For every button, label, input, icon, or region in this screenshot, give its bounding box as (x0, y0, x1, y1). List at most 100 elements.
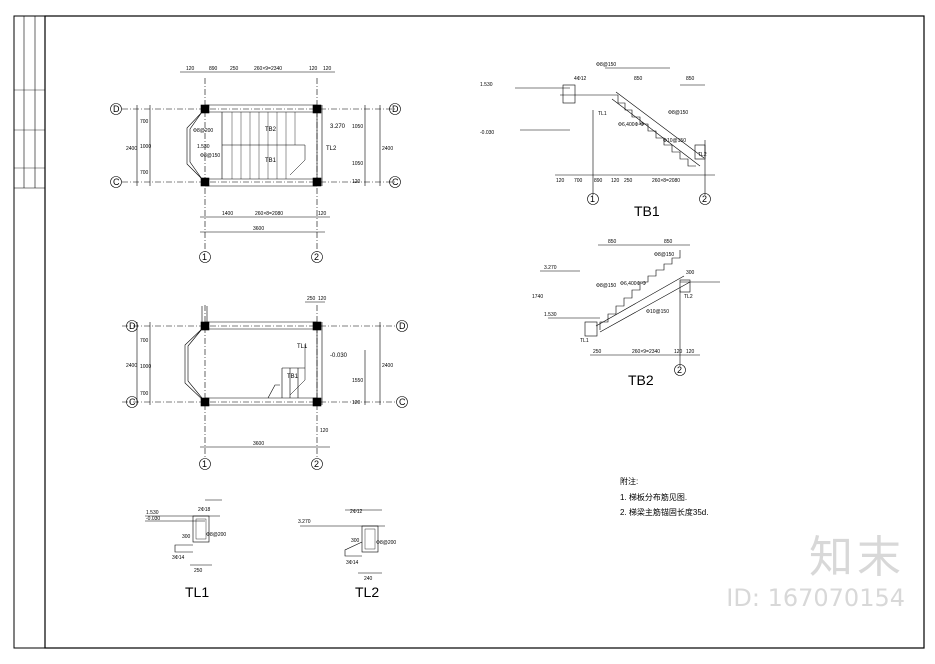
beam-detail-tl1-text: TL1 1.530 -0.030 2Φ18 Φ8@200 3Φ14 300 25… (146, 507, 226, 600)
axis-label: C (129, 397, 136, 407)
dim-text: 120 (318, 211, 327, 217)
dim-text: 120 (352, 400, 361, 406)
rebar-label: 4Φ12 (574, 76, 587, 82)
notes-block: 附注: 1. 梯板分布筋见图. 2. 梯梁主筋锚固长度35d. (620, 476, 708, 517)
stair-plan-lower (122, 301, 408, 470)
level-label: -0.030 (146, 516, 160, 522)
rebar-label: 2Φ18 (198, 507, 211, 513)
note-item: 1. 梯板分布筋见图. (620, 492, 687, 502)
dim-text: 1050 (352, 124, 363, 130)
axis-label: 2 (702, 194, 707, 204)
dim-text: 2400 (126, 146, 137, 152)
dim-text: 260×8=2080 (255, 211, 283, 217)
axis-label: 2 (314, 252, 319, 262)
dim-text: 3600 (253, 226, 264, 232)
dim-text: 250 (307, 296, 316, 302)
beam-detail-tl2-text: TL2 3.270 2Φ12 Φ8@200 3Φ14 300 240 (298, 509, 396, 600)
member-label: TL1 (598, 111, 607, 117)
stair-plan-upper-text: D D C C 1 2 120 890 250 260×9=2340 120 1… (113, 66, 399, 262)
dim-text: 120 (323, 66, 332, 72)
section-tb1 (515, 67, 715, 205)
rebar-label: 3Φ14 (172, 555, 185, 561)
dim-text: 890 (209, 66, 218, 72)
dim-text: 850 (608, 239, 617, 245)
beam-title: TL2 (355, 584, 379, 600)
axis-label: D (392, 104, 399, 114)
level-label: -0.030 (330, 353, 348, 359)
dim-text: 120 (674, 349, 683, 355)
axis-label: 1 (202, 459, 207, 469)
rebar-label: Φ8@200 (376, 540, 396, 546)
axis-label: C (399, 397, 406, 407)
dim-text: 850 (664, 239, 673, 245)
dim-text: 260×9=2340 (254, 66, 282, 72)
dim-text: 700 (140, 119, 149, 125)
section-tb2 (540, 244, 720, 376)
rebar-label: Φ8@150 (596, 283, 616, 289)
dim-text: 2400 (382, 146, 393, 152)
axis-label: 2 (314, 459, 319, 469)
member-label: TL2 (698, 152, 707, 158)
rebar-label: Φ8@150 (596, 62, 616, 68)
beam-detail-tl1 (145, 499, 222, 566)
rebar-label: Φ8@150 (668, 110, 688, 116)
dim-text: 700 (140, 391, 149, 397)
level-label: -0.030 (480, 130, 494, 136)
rebar-label: 3Φ14 (346, 560, 359, 566)
rebar-label: Φ10@150 (646, 309, 669, 315)
level-label: 1.530 (146, 510, 159, 516)
dim-text: 2400 (382, 363, 393, 369)
axis-label: 2 (677, 365, 682, 375)
dim-text: 1550 (352, 378, 363, 384)
dim-text: 1050 (352, 161, 363, 167)
level-label: 1.530 (480, 82, 493, 88)
member-label: TL1 (580, 338, 589, 344)
member-label: TB2 (265, 127, 277, 133)
rebar-label: 2Φ12 (350, 509, 363, 515)
rebar-label: Φ6,400Φ-Φ (618, 122, 644, 128)
stair-plan-lower-text: D D C C 1 2 250 120 2400 700 1000 700 24… (126, 296, 406, 469)
dim-text: 300 (351, 538, 360, 544)
rebar-label: Φ8@150 (654, 252, 674, 258)
axis-label: D (399, 321, 406, 331)
section-tb1-text: TB1 1 2 Φ8@150 4Φ12 850 850 1.530 -0.030… (480, 62, 707, 219)
axis-label: C (392, 177, 399, 187)
dim-text: 250 (230, 66, 239, 72)
rebar-label: Φ6,400Φ-Φ (620, 281, 646, 287)
dim-text: 120 (320, 428, 329, 434)
dim-text: 890 (594, 178, 603, 184)
dim-text: 700 (140, 338, 149, 344)
dim-text: 120 (611, 178, 620, 184)
section-tb2-text: TB2 2 850 850 Φ8@150 3.270 1.530 1740 Φ8… (532, 239, 695, 388)
dim-text: 1400 (222, 211, 233, 217)
dim-text: 850 (634, 76, 643, 82)
member-label: TB1 (287, 374, 299, 380)
axis-label: D (129, 321, 136, 331)
dim-text: 250 (624, 178, 633, 184)
note-item: 2. 梯梁主筋锚固长度35d. (620, 507, 708, 517)
dim-text: 120 (186, 66, 195, 72)
member-label: TB1 (265, 158, 277, 164)
axis-label: 1 (590, 194, 595, 204)
dim-text: 120 (318, 296, 327, 302)
notes-heading: 附注: (620, 476, 638, 486)
dim-text: 300 (182, 534, 191, 540)
level-label: 3.270 (544, 265, 557, 271)
dim-text: 260×9=2340 (632, 349, 660, 355)
member-label: TL2 (326, 146, 337, 152)
dim-text: 250 (593, 349, 602, 355)
level-label: 1.530 (544, 312, 557, 318)
dim-text: 3600 (253, 441, 264, 447)
axis-label: C (113, 177, 120, 187)
rebar-label: Φ10@150 (663, 138, 686, 144)
level-label: 3.270 (298, 519, 311, 525)
level-label: 1.530 (197, 144, 210, 150)
rebar-label: Φ8@200 (193, 128, 213, 134)
beam-title: TL1 (185, 584, 209, 600)
dim-text: 1740 (532, 294, 543, 300)
stair-plan-upper (110, 71, 401, 263)
dim-text: 700 (140, 170, 149, 176)
dim-text: 240 (364, 576, 373, 582)
dim-text: 1000 (140, 144, 151, 150)
